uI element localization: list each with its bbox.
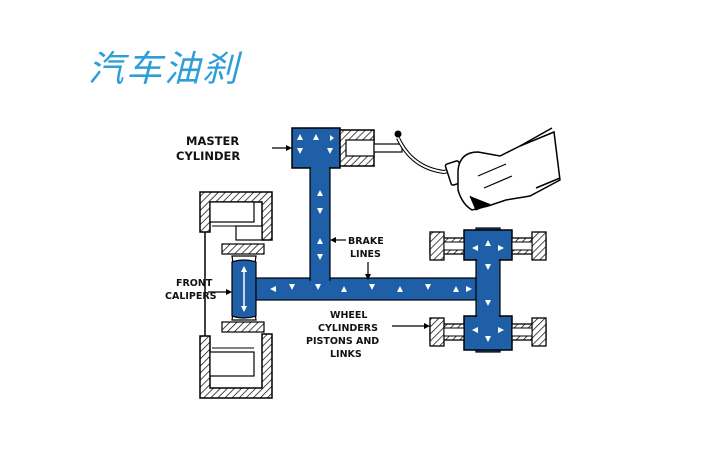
leader-lines: [208, 145, 430, 329]
rear-wheel-cylinders: [429, 231, 547, 347]
wheel-cylinders-label-line3: PISTONS AND: [306, 336, 379, 347]
brake-pad-lower: [221, 321, 265, 333]
hydraulic-fluid-circuit: [231, 127, 513, 353]
wheel-cylinders-label-line1: WHEEL: [330, 310, 367, 321]
brake-lines-label-line1: BRAKE: [348, 236, 384, 247]
brake-pad-upper: [221, 243, 265, 255]
wheel-cylinder-lower: [463, 315, 513, 351]
wheel-cylinders-label-line2: CYLINDERS: [318, 323, 378, 334]
brake-pedal-assembly: [339, 127, 561, 211]
master-cylinder-label-line2: CYLINDER: [176, 149, 240, 163]
brake-lines-label-line2: LINES: [350, 249, 381, 260]
slide-title: 汽车油刹: [88, 49, 241, 90]
front-calipers-label-line2: CALIPERS: [165, 291, 217, 302]
master-cylinder-label-line1: MASTER: [186, 134, 239, 148]
wheel-cylinders-label-line4: LINKS: [330, 349, 362, 360]
front-calipers-label-line1: FRONT: [176, 278, 213, 289]
